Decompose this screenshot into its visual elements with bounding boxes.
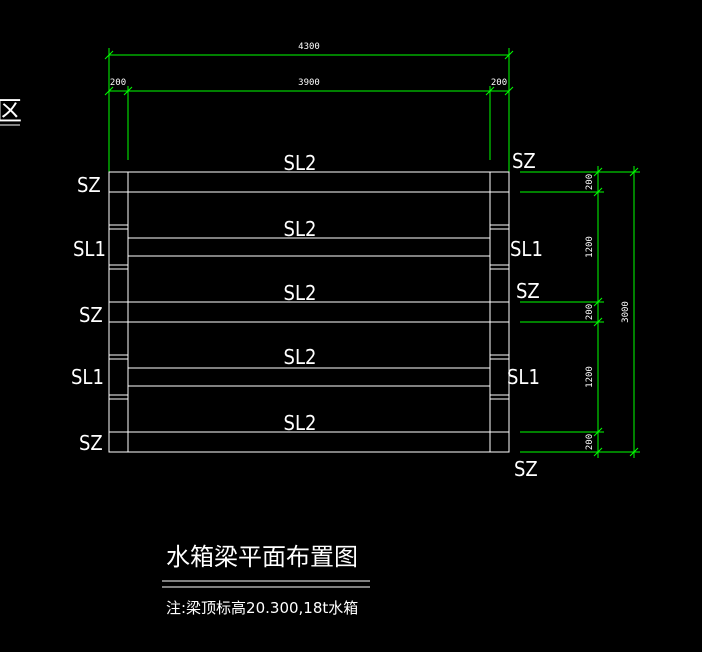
beam-label-sl2-2: SL2 [284,217,317,241]
right-label-sz-2: SZ [516,279,540,303]
drawing-title: 水箱梁平面布置图 [166,543,358,571]
beam-label-sl2-1: SL2 [284,151,317,175]
dim-text-total: 4300 [298,42,320,52]
left-label-sz-3: SZ [79,431,103,455]
dim-text-r3: 200 [585,304,595,320]
left-label-sz-2: SZ [79,303,103,327]
right-dimension: 200 1200 200 1200 200 3000 [520,166,640,458]
beam-plan: SL2 SL2 SL2 SL2 SL2 SZ SL1 SZ SL1 SZ SZ … [71,149,543,481]
dim-text-r1: 200 [585,174,595,190]
drawing-note: 注:梁顶标高20.300,18t水箱 [166,599,358,617]
beam-label-sl2-3: SL2 [284,281,317,305]
beam-label-sl2-4: SL2 [284,345,317,369]
left-label-sz-1: SZ [77,173,101,197]
dim-text-r5: 200 [585,434,595,450]
edge-fragment-text: 区 [0,97,22,127]
beam-label-sl2-5: SL2 [284,411,317,435]
right-label-sl1-2: SL1 [507,365,540,389]
right-label-sz-1: SZ [512,149,536,173]
right-label-sl1-1: SL1 [510,237,543,261]
dim-text-left: 200 [110,78,126,88]
outer-frame [108,171,510,453]
top-dimension: 4300 200 3900 200 [104,42,514,172]
right-label-sz-3: SZ [514,457,538,481]
left-label-sl1-1: SL1 [73,237,106,261]
dim-text-right: 200 [491,78,507,88]
title-block: 水箱梁平面布置图 注:梁顶标高20.300,18t水箱 [162,543,370,617]
dim-text-r2: 1200 [585,236,595,258]
left-label-sl1-2: SL1 [71,365,104,389]
dim-text-mid: 3900 [298,78,320,88]
dim-text-r4: 1200 [585,366,595,388]
dim-text-rtotal: 3000 [621,301,631,323]
